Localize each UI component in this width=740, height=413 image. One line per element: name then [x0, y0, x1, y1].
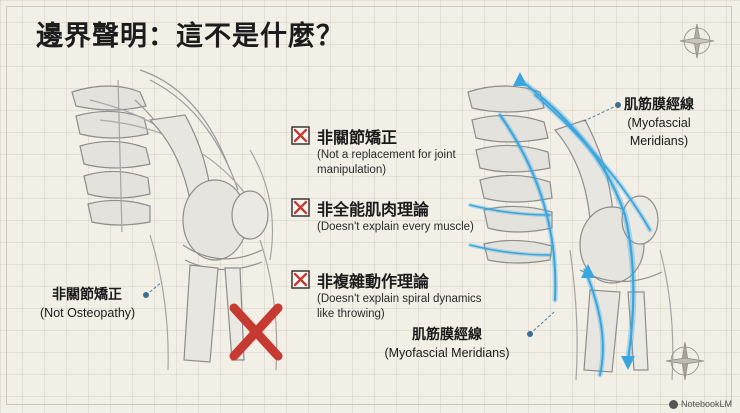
compass-rose-icon	[679, 23, 715, 59]
arrowhead-down-icon	[621, 356, 635, 370]
label-connectors	[145, 104, 619, 335]
right-bottom-label: 肌筋膜經線 (Myofascial Meridians)	[372, 326, 522, 362]
right-bottom-label-zh: 肌筋膜經線	[412, 327, 482, 343]
meridian-arrowheads	[513, 72, 635, 370]
right-top-label: 肌筋膜經線 (Myofascial Meridians)	[624, 96, 694, 150]
crossed-checkbox-icon	[291, 270, 310, 289]
slide-frame	[6, 6, 732, 405]
disclaimer-description: (Doesn't explain every muscle)	[317, 221, 474, 233]
disclaimer-title: 非關節矯正	[317, 128, 398, 147]
left-label-en: (Not Osteopathy)	[40, 306, 136, 320]
slide-title: 邊界聲明：這不是什麼？	[36, 21, 344, 52]
disclaimer-list: 非關節矯正 (Not a replacement for joint manip…	[291, 124, 491, 340]
watermark-text: NotebookLM	[680, 399, 732, 409]
crossed-checkbox-icon	[291, 126, 310, 145]
disclaimer-item: 非複雜動作理論 (Doesn't explain spiral dynamics…	[291, 268, 491, 340]
connector-dots	[143, 102, 621, 337]
arrowhead-up-icon	[513, 72, 527, 86]
disclaimer-title: 非複雜動作理論	[317, 272, 430, 291]
crossed-checkbox-icon	[291, 198, 310, 217]
arrowhead-up-icon	[581, 264, 595, 278]
meridian-lines	[468, 77, 653, 378]
left-label: 非關節矯正 (Not Osteopathy)	[40, 286, 135, 322]
compass-rose-icon	[665, 341, 705, 381]
notebooklm-logo-icon	[668, 399, 678, 409]
disclaimer-item: 非關節矯正 (Not a replacement for joint manip…	[291, 124, 491, 196]
right-top-label-en-line2: Meridians)	[629, 134, 689, 148]
disclaimer-title: 非全能肌肉理論	[317, 200, 430, 219]
disclaimer-description: (Doesn't explain spiral dynamics like th…	[317, 293, 482, 320]
left-spine-vertebrae	[71, 79, 151, 233]
disclaimer-description: (Not a replacement for joint manipulatio…	[317, 149, 456, 176]
disclaimer-item: 非全能肌肉理論 (Doesn't explain every muscle)	[291, 196, 491, 268]
right-bottom-label-en: (Myofascial Meridians)	[384, 346, 510, 360]
right-top-label-zh: 肌筋膜經線	[624, 97, 694, 113]
left-label-zh: 非關節矯正	[52, 287, 122, 303]
right-top-label-en-line1: (Myofascial	[627, 116, 691, 130]
notebooklm-watermark: NotebookLM	[668, 399, 732, 409]
right-spine-vertebrae	[467, 85, 553, 264]
